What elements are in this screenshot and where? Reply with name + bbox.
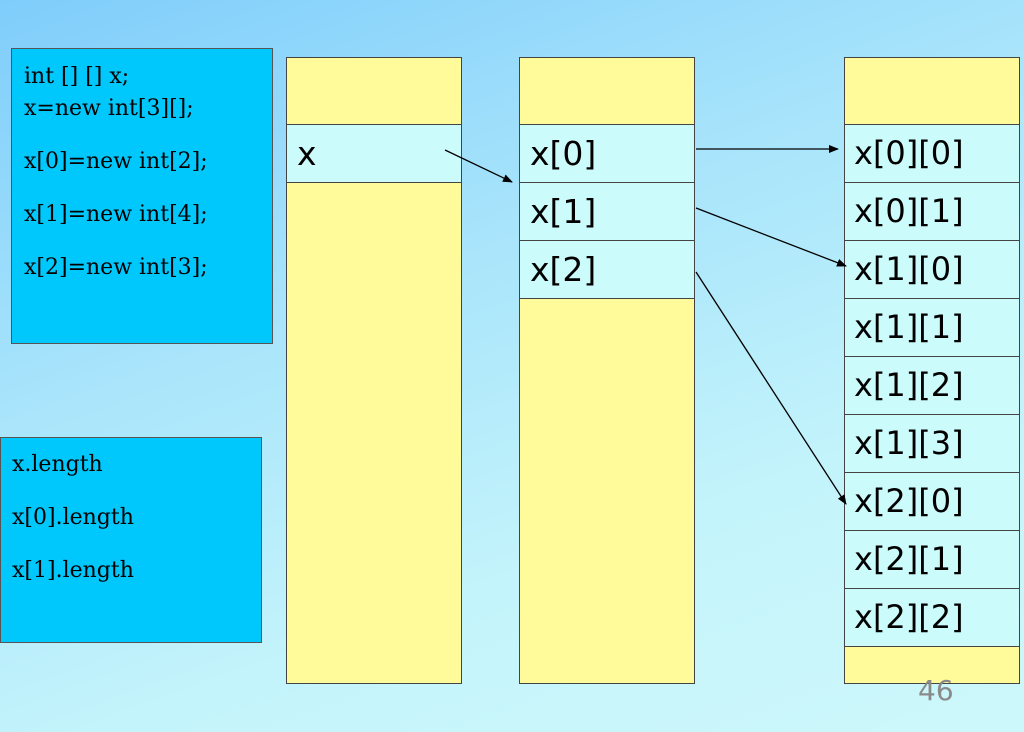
element-cell: x[0][0] [844,124,1020,183]
element-cell: x[2][1] [844,530,1020,589]
arrow-row1-to-elem10 [695,207,847,267]
code-line: x[1].length [12,558,134,583]
stack-memory-column: x [286,57,462,684]
code-line: int [] [] x; [24,64,130,89]
page-number: 46 [918,674,954,707]
row-cell: x[2] [519,240,695,299]
stack-cell-x: x [286,124,462,183]
code-line: x[0]=new int[2]; [24,149,208,174]
code-line: x[1]=new int[4]; [24,202,208,227]
code-line: x=new int[3][]; [24,96,194,121]
arrow-row2-to-elem20 [695,271,847,505]
element-array-column: x[0][0] x[0][1] x[1][0] x[1][1] x[1][2] … [844,57,1020,684]
row-cell: x[1] [519,182,695,241]
element-cell: x[2][2] [844,588,1020,647]
element-cell: x[1][0] [844,240,1020,299]
code-box-declaration: int [] [] x; x=new int[3][]; x[0]=new in… [11,48,273,344]
element-cell: x[0][1] [844,182,1020,241]
row-array-column: x[0] x[1] x[2] [519,57,695,684]
code-line: x[2]=new int[3]; [24,255,208,280]
code-box-length: x.length x[0].length x[1].length [0,437,262,643]
element-cell: x[2][0] [844,472,1020,531]
row-cell: x[0] [519,124,695,183]
element-cell: x[1][2] [844,356,1020,415]
element-cell: x[1][3] [844,414,1020,473]
code-line: x.length [12,452,103,477]
code-line: x[0].length [12,505,134,530]
element-cell: x[1][1] [844,298,1020,357]
